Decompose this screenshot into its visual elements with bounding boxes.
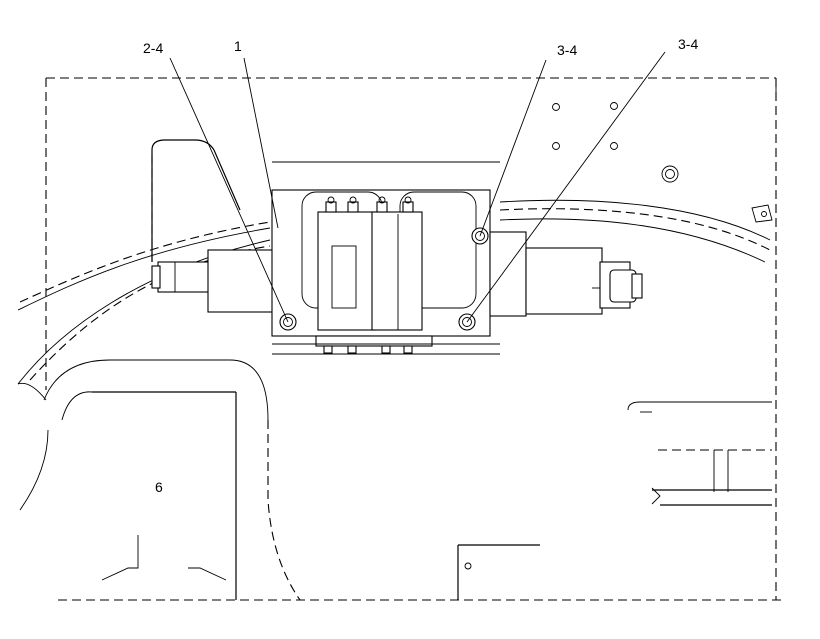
callout-3-4-right: 3-4 <box>678 36 698 52</box>
callout-2-4: 2-4 <box>143 40 163 56</box>
bottom-bolts <box>323 345 413 354</box>
bracket-mark: 6 <box>155 479 163 495</box>
right-hose <box>499 199 771 263</box>
outer-frame <box>45 77 782 601</box>
frame-bolt-holes <box>552 102 773 223</box>
callout-leaders <box>169 51 666 323</box>
lower-right-structure <box>457 401 772 600</box>
callout-1: 1 <box>234 38 242 54</box>
solenoid[interactable] <box>489 231 643 317</box>
left-bracket <box>151 139 241 262</box>
callout-labels: 2-4 1 3-4 3-4 <box>143 36 698 58</box>
callout-3-4-left: 3-4 <box>557 42 577 58</box>
left-fitting <box>151 249 275 313</box>
lower-left-structure: 6 <box>17 359 301 601</box>
valve-body[interactable] <box>271 161 500 355</box>
